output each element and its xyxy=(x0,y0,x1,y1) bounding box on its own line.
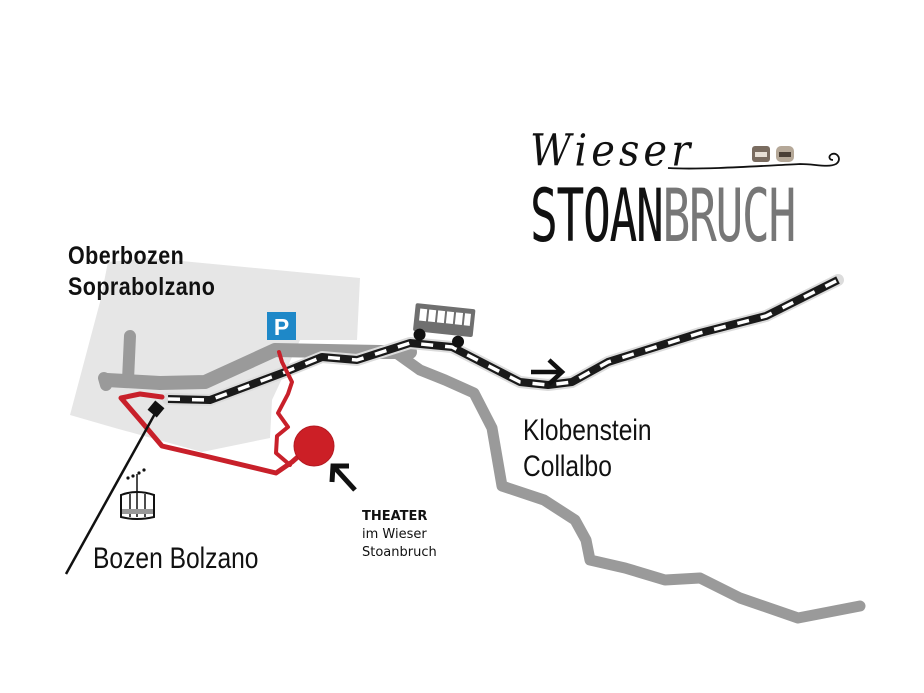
logo-wieser: Wieser xyxy=(530,125,695,177)
svg-text:P: P xyxy=(274,314,289,340)
label-soprabolzano: Soprabolzano xyxy=(68,273,216,301)
label-bozen-bolzano: Bozen Bolzano xyxy=(93,542,259,575)
road-oberbozen-branch2 xyxy=(98,372,112,391)
logo-stoan: STOAN xyxy=(530,172,664,259)
path-from-cablecar xyxy=(118,391,303,476)
label-theater: THEATER xyxy=(362,509,428,524)
cable-car-gondola-icon xyxy=(120,468,155,520)
cable-car-line xyxy=(64,409,159,575)
label-oberbozen: Oberbozen xyxy=(68,242,185,270)
road-valley xyxy=(386,344,866,624)
logo-flourish xyxy=(667,152,840,170)
oberbozen-town-area xyxy=(70,258,360,452)
label-klobenstein: Klobenstein xyxy=(523,414,652,447)
logo-mask-icons xyxy=(752,146,794,162)
label-theater-stoanbruch: Stoanbruch xyxy=(362,545,437,560)
label-theater-im-wieser: im Wieser xyxy=(362,527,427,542)
cable-car-station[interactable] xyxy=(147,400,165,418)
logo-stoanbruch: STOANBRUCH xyxy=(530,178,796,254)
label-collalbo: Collalbo xyxy=(523,450,612,483)
arrow-right-icon xyxy=(531,358,566,386)
parking-sign-icon[interactable]: P xyxy=(267,312,296,340)
theater-destination-marker[interactable] xyxy=(293,425,335,467)
railway-track-dashes xyxy=(167,278,839,402)
rittner-tram-icon[interactable] xyxy=(412,303,476,349)
path-from-parking xyxy=(274,350,294,467)
arrow-up-left-icon xyxy=(329,463,357,492)
logo-bruch: BRUCH xyxy=(662,172,796,259)
road-oberbozen-branch xyxy=(122,330,136,386)
